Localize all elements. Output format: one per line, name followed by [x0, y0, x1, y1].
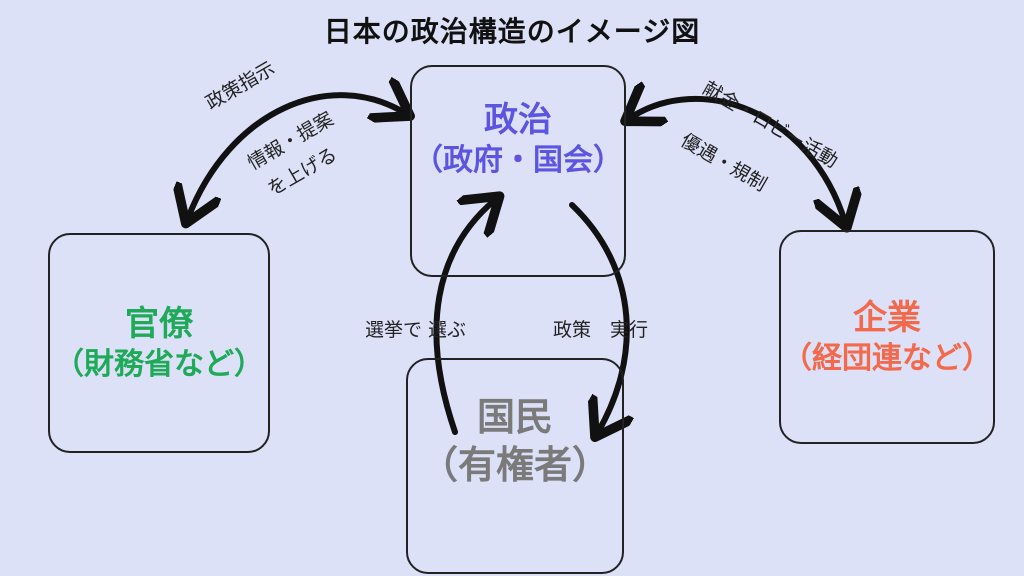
arrow-politics-bureaucracy [188, 95, 405, 218]
node-politics-detail: （政府・国会） [413, 142, 623, 178]
node-people: 国民 （有権者） [406, 358, 624, 574]
edge-label-elect: 選挙で 選ぶ [365, 319, 467, 341]
node-politics-name: 政治 [484, 100, 552, 140]
node-corporations-detail: （経団連など） [782, 340, 992, 376]
node-corporations: 企業 （経団連など） [779, 230, 995, 444]
node-people-name: 国民 [476, 395, 553, 439]
node-corporations-name: 企業 [853, 298, 921, 338]
arrow-politics-to-people [569, 202, 627, 432]
arrow-politics-corporations [630, 99, 845, 222]
node-bureaucracy-detail: （財務省など） [54, 346, 264, 382]
diagram-title: 日本の政治構造のイメージ図 [323, 15, 701, 48]
node-bureaucracy-name: 官僚 [125, 304, 193, 344]
node-bureaucracy: 官僚 （財務省など） [48, 233, 270, 453]
node-people-detail: （有権者） [419, 442, 610, 487]
arrow-people-to-politics [433, 200, 495, 435]
edge-label-policy-execution: 政策 実行 [553, 319, 649, 341]
node-politics: 政治 （政府・国会） [410, 65, 626, 277]
